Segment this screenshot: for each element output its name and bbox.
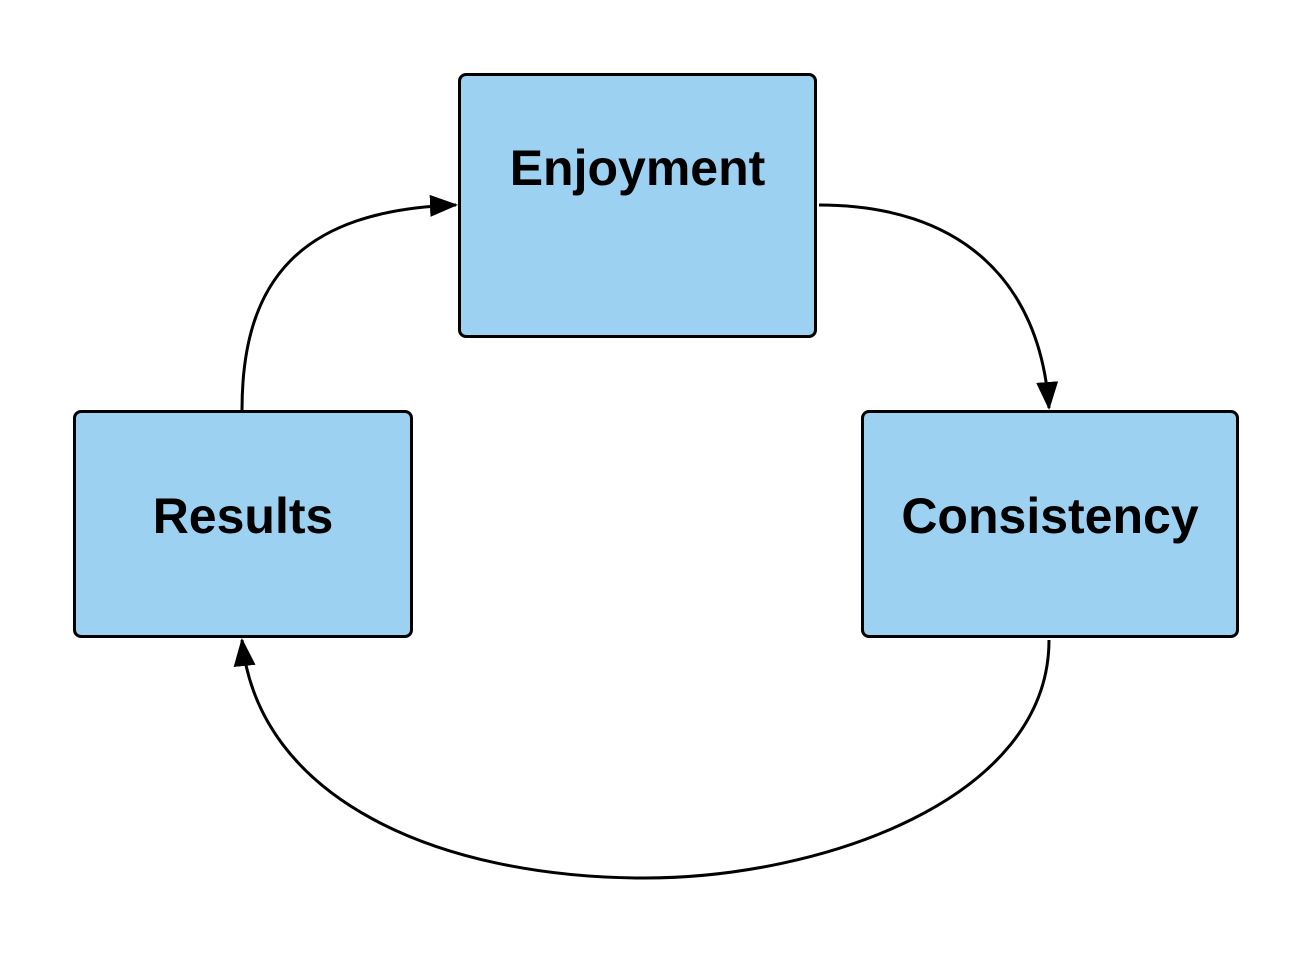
node-results-label: Results xyxy=(152,488,334,544)
node-results: Results xyxy=(73,410,413,638)
node-enjoyment: Enjoyment xyxy=(458,73,817,338)
node-consistency: Consistency xyxy=(861,410,1239,638)
edge-consistency-to-results xyxy=(233,638,1051,880)
node-enjoyment-label: Enjoyment xyxy=(509,139,766,196)
node-consistency-label: Consistency xyxy=(901,488,1199,544)
edge-results-to-enjoyment xyxy=(240,194,458,411)
edge-enjoyment-to-consistency xyxy=(818,203,1059,410)
